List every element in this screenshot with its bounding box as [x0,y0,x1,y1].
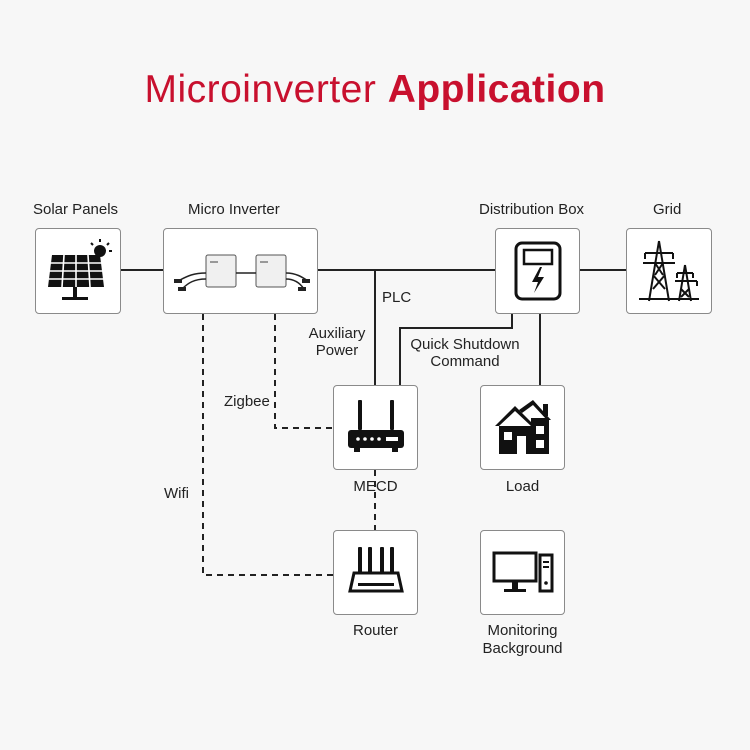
auxiliary-power-line1: Auxiliary [308,325,366,342]
power-pylon-icon [639,240,699,302]
auxiliary-power-line2: Power [315,342,359,359]
quick-shutdown-line1: Quick Shutdown [410,336,520,353]
house-icon [495,400,551,454]
monitoring-label: Monitoring Background [467,622,578,658]
wifi-router-icon [348,547,404,593]
diagram-title: Microinverter Application [0,68,750,112]
quick-shutdown-label: Quick Shutdown Command [405,336,525,370]
electric-meter-icon [514,241,562,301]
gateway-router-icon [348,400,404,452]
load-node [480,385,565,470]
computer-icon [492,551,554,593]
title-bold: Application [387,68,606,111]
quick-shutdown-line [399,314,513,385]
solar-panels-node [35,228,121,314]
microinverter-device-icon [174,254,310,291]
micro-inverter-node [163,228,318,314]
auxiliary-power-label: Auxiliary Power [303,325,371,359]
mecd-label: MECD [353,478,398,495]
zigbee-dashed-line [274,314,333,429]
router-node [333,530,418,615]
solar-panels-label: Solar Panels [33,201,119,218]
mecd-node [333,385,418,470]
plc-label: PLC [382,289,412,306]
distribution-box-label: Distribution Box [479,201,585,218]
load-label: Load [505,478,540,495]
router-label: Router [352,622,399,639]
grid-label: Grid [653,201,682,218]
monitoring-label-line2: Background [482,640,563,657]
zigbee-label: Zigbee [224,393,270,410]
wifi-label: Wifi [164,485,189,502]
quick-shutdown-line2: Command [430,353,500,370]
monitoring-label-line1: Monitoring [487,622,558,639]
grid-node [626,228,712,314]
title-regular: Microinverter [144,68,377,111]
micro-inverter-label: Micro Inverter [188,201,280,218]
distribution-box-node [495,228,580,314]
solar-panel-icon [48,239,112,300]
monitoring-node [480,530,565,615]
